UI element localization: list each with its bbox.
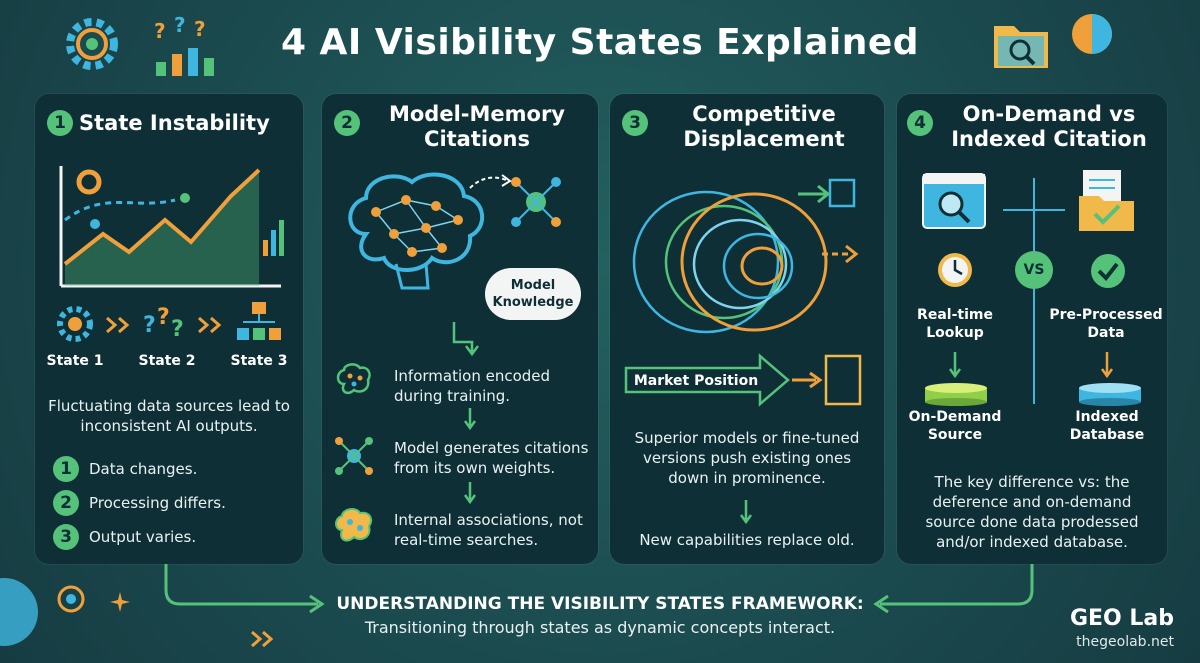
divider-lines: [1003, 178, 1065, 404]
panel-number: 2: [334, 110, 360, 136]
page-title: 4 AI Visibility States Explained: [280, 22, 920, 63]
down-arrow-icon: [463, 482, 477, 505]
market-position-arrow: [624, 353, 862, 407]
document-folder-check-icon: [1079, 170, 1134, 231]
svg-text:?: ?: [171, 317, 184, 342]
down-arrow-icon: [948, 352, 962, 379]
concentric-circles-diagram: [632, 178, 859, 334]
state-2-question-icon: ? ? ?: [143, 305, 184, 342]
left-label: Real-time Lookup: [917, 307, 993, 341]
bar-chart-question-icon: ? ? ?: [154, 13, 214, 76]
right-source: Indexed Database: [1069, 409, 1145, 443]
neural-brain-icon: [348, 172, 485, 290]
vs-badge: VS: [1015, 251, 1053, 289]
sparkle-icon: [110, 592, 130, 612]
brand-logo: GEO Lab: [1069, 606, 1174, 631]
step-number: 3: [53, 524, 79, 550]
step-text: Data changes.: [89, 460, 198, 478]
panel-number: 1: [47, 110, 73, 136]
state-label: State 3: [230, 353, 288, 369]
svg-text:?: ?: [194, 17, 206, 41]
indexed-database-icon: [1079, 383, 1141, 406]
browser-search-icon: [922, 173, 986, 229]
chevron-right-icon: [198, 316, 222, 334]
state-label: State 1: [46, 353, 104, 369]
panel-title: Competitive Displacement: [683, 102, 845, 151]
svg-text:?: ?: [174, 13, 186, 37]
state-1-gear-icon: [57, 306, 93, 342]
panel-number: 4: [907, 110, 933, 136]
svg-text:?: ?: [157, 305, 170, 330]
decorative-circle-icon: [1072, 14, 1112, 54]
state-3-hierarchy-icon: [237, 302, 281, 340]
footer-subtext: Transitioning through states as dynamic …: [364, 618, 836, 637]
network-node-icon: [511, 177, 561, 227]
panel-description: The key difference vs: the deference and…: [925, 473, 1139, 551]
step-number: 2: [53, 490, 79, 516]
right-label: Pre-Processed Data: [1049, 307, 1163, 341]
network-node-icon: [335, 437, 373, 475]
down-arrow-icon: [739, 500, 753, 525]
memory-point: Information encoded during training.: [394, 367, 551, 405]
memory-point: Model generates citations from its own w…: [394, 439, 589, 477]
dashed-arrow-icon: [469, 174, 512, 189]
arrow-label: Market Position: [633, 373, 759, 389]
clock-icon: [938, 253, 972, 287]
on-demand-database-icon: [925, 383, 987, 406]
gear-icon: [66, 18, 118, 70]
brand-url[interactable]: thegeolab.net: [1076, 634, 1174, 650]
down-arrow-icon: [452, 322, 479, 357]
panel-conclusion: New capabilities replace old.: [639, 531, 855, 549]
chevron-right-icon: [106, 316, 130, 334]
line-graph-icon: [59, 166, 284, 288]
memory-point: Internal associations, not real-time sea…: [394, 511, 583, 549]
framework-connector-arrows: [164, 564, 1034, 614]
panel-number: 3: [622, 110, 648, 136]
puzzle-brain-icon: [335, 508, 373, 542]
left-source: On-Demand Source: [908, 409, 1002, 443]
panel-title: On-Demand vs Indexed Citation: [951, 102, 1147, 151]
svg-text:?: ?: [143, 313, 156, 338]
decorative-blob-icon: [0, 578, 38, 646]
step-text: Output varies.: [89, 528, 197, 546]
check-circle-icon: [1091, 254, 1125, 288]
panel-on-demand-vs-indexed: 4 On-Demand vs Indexed Citation VS Real-…: [897, 94, 1167, 564]
folder-magnifier-icon: [994, 26, 1048, 68]
panel-state-instability: 1 State Instability ? ? ? State 1 State …: [35, 94, 303, 564]
svg-text:?: ?: [154, 19, 166, 43]
panel-title: State Instability: [79, 111, 270, 135]
panel-model-memory-citations: 2 Model-Memory Citations Model Knowledge: [322, 94, 598, 564]
footer-heading: UNDERSTANDING THE VISIBILITY STATES FRAM…: [336, 594, 864, 614]
target-icon: [57, 585, 85, 613]
state-label: State 2: [138, 353, 196, 369]
down-arrow-icon: [463, 408, 477, 431]
panel-description: Superior models or fine-tuned versions p…: [634, 429, 860, 487]
step-number: 1: [53, 456, 79, 482]
panel-description: Fluctuating data sources lead to inconsi…: [48, 397, 290, 435]
panel-title: Model-Memory Citations: [388, 102, 565, 151]
model-knowledge-cloud: Model Knowledge: [485, 268, 581, 320]
step-text: Processing differs.: [89, 494, 226, 512]
panel-competitive-displacement: 3 Competitive Displacement Market Positi…: [610, 94, 884, 564]
double-chevron-icon: [251, 630, 274, 648]
brain-icon: [336, 363, 371, 395]
down-arrow-icon: [1100, 352, 1114, 379]
